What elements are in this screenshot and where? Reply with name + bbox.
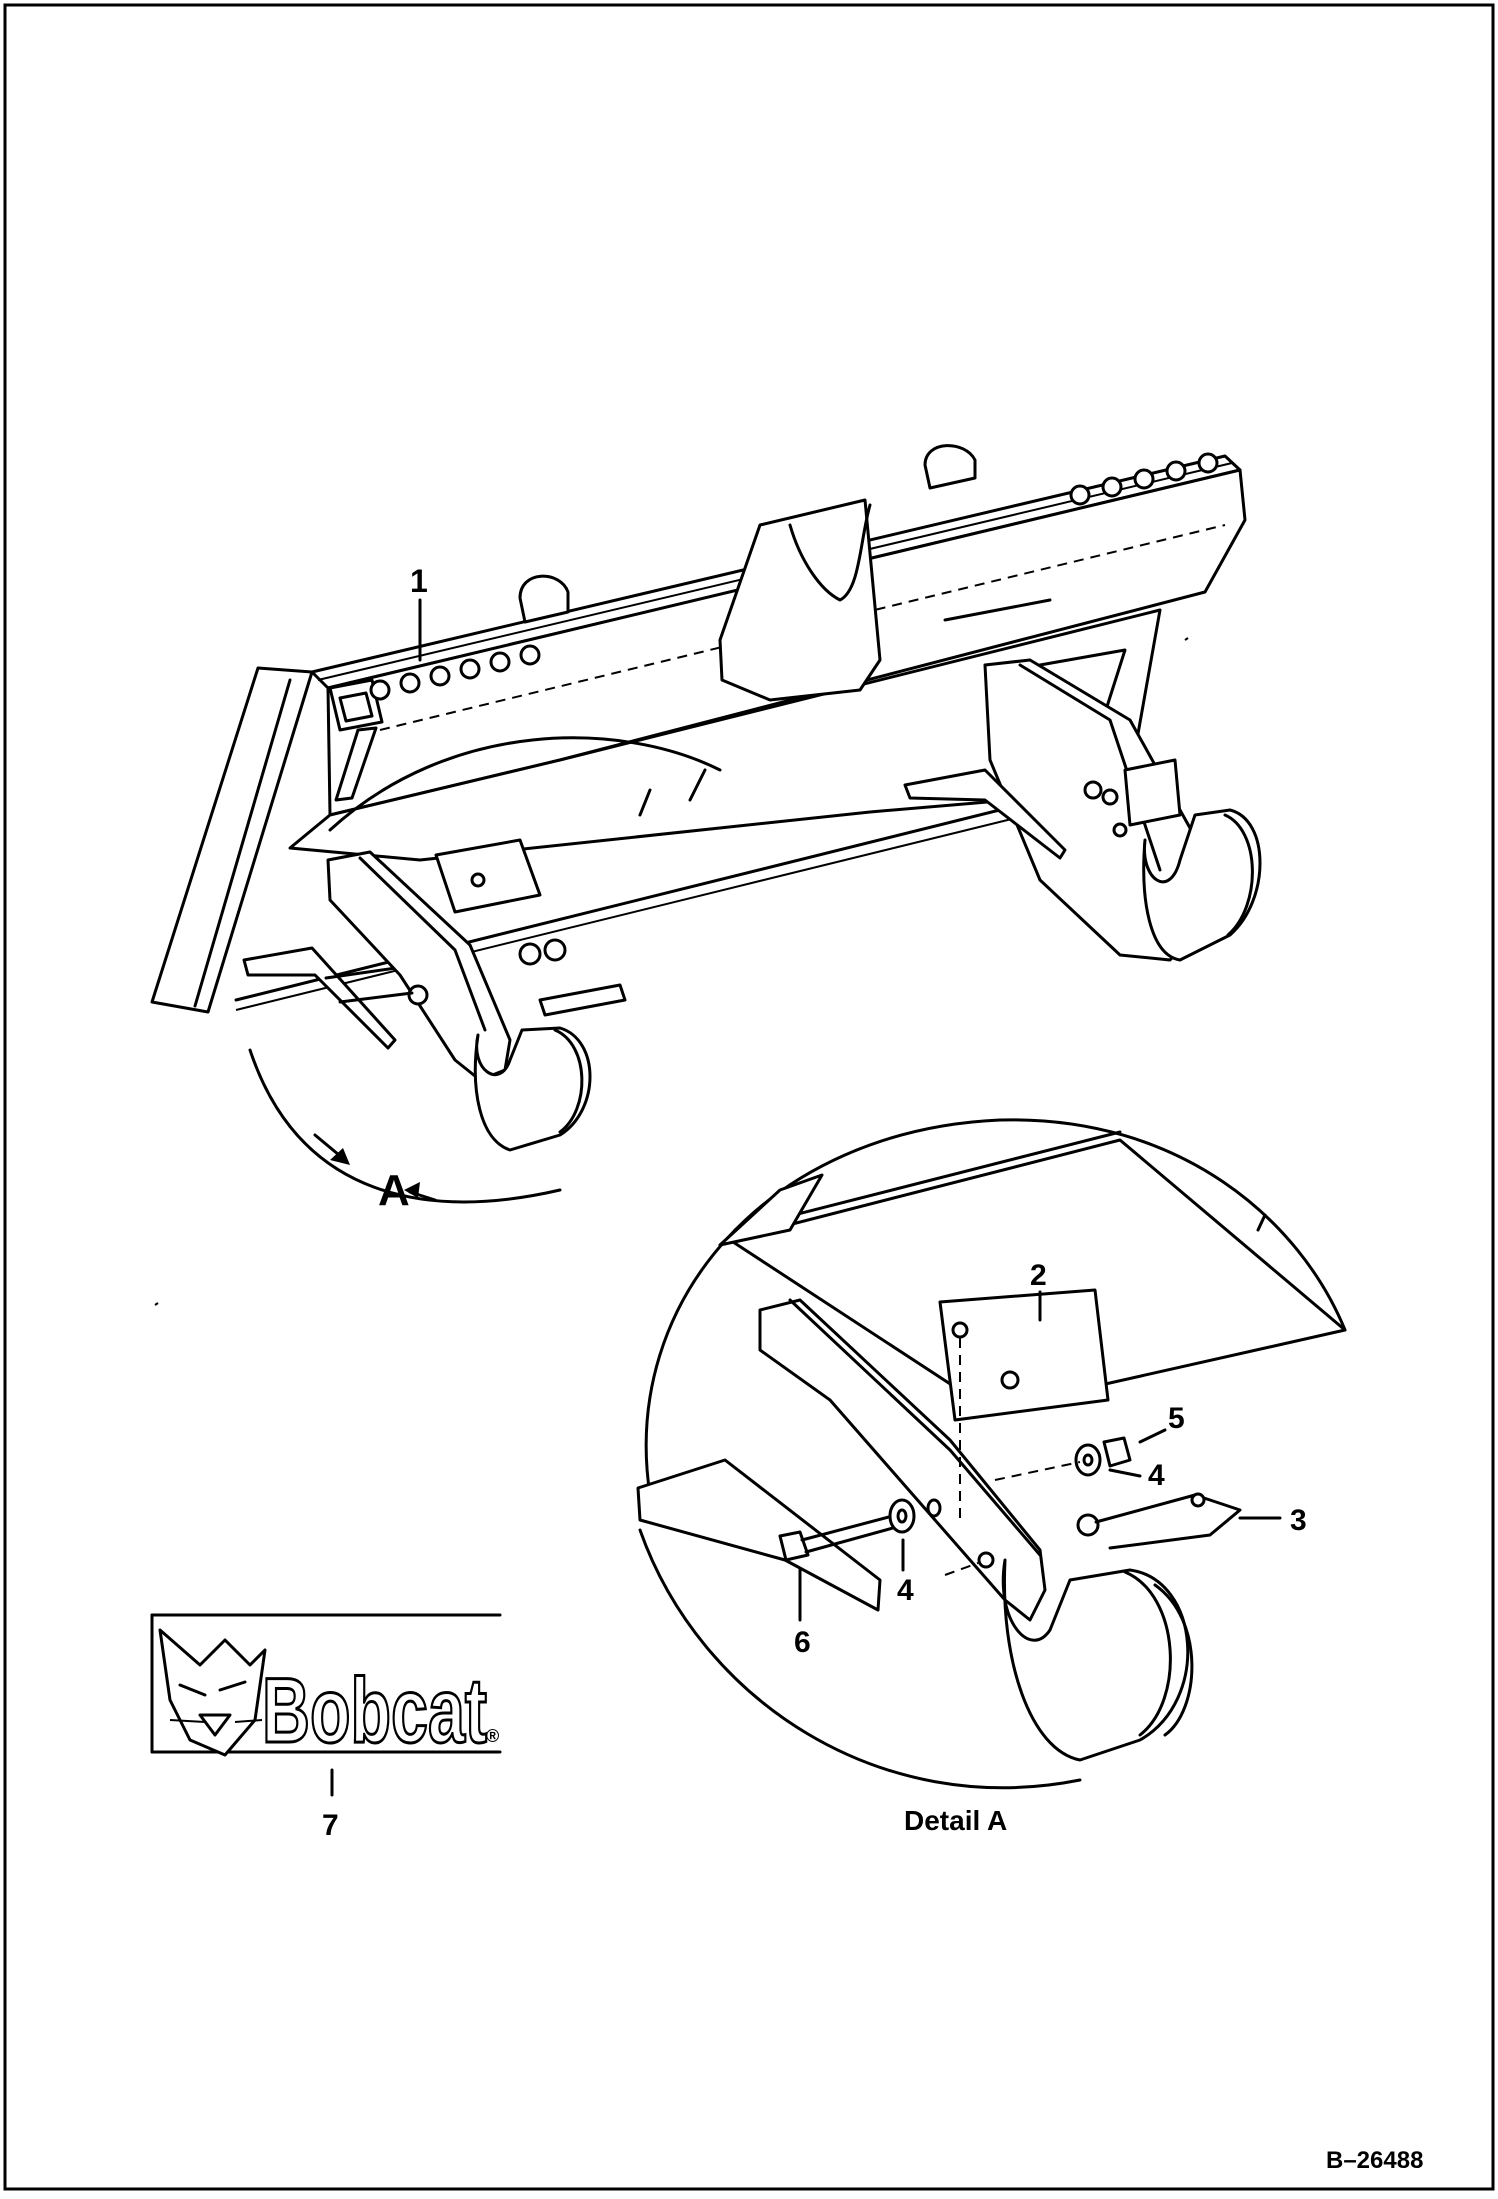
detail-caption: Detail A — [904, 1805, 1007, 1836]
detail-a-view — [636, 1118, 1347, 1790]
figure-id: B–26488 — [1326, 2147, 1423, 2174]
detail-marker-label: A — [378, 1166, 410, 1215]
callout-4-upper: 4 — [1108, 1459, 1165, 1492]
svg-text:4: 4 — [897, 1574, 914, 1607]
bolt — [778, 1512, 902, 1562]
svg-text:2: 2 — [1030, 1259, 1047, 1292]
attachment-frame — [150, 444, 1262, 1152]
svg-text:7: 7 — [322, 1809, 339, 1842]
lock-pin — [1076, 1492, 1242, 1550]
svg-text:4: 4 — [1148, 1459, 1165, 1492]
callout-3: 3 — [1238, 1504, 1307, 1537]
callout-5: 5 — [1138, 1402, 1185, 1444]
callout-6: 6 — [794, 1568, 811, 1659]
callout-2: 2 — [1030, 1259, 1047, 1322]
bolt-holes-right — [1069, 452, 1219, 506]
callout-7: 7 — [322, 1768, 339, 1842]
callout-4-lower: 4 — [897, 1538, 914, 1607]
page-border — [3, 3, 1495, 2191]
bolt-holes-left — [369, 644, 541, 701]
svg-text:1: 1 — [410, 563, 428, 599]
detail-marker: A — [313, 1133, 437, 1215]
bobcat-logo: Bobcat ® — [150, 1613, 502, 1764]
svg-text:6: 6 — [794, 1626, 811, 1659]
registered-mark: ® — [486, 1726, 499, 1746]
detail-circle-small — [248, 736, 722, 1204]
callout-1: 1 — [410, 563, 428, 662]
svg-text:3: 3 — [1290, 1504, 1307, 1537]
svg-text:5: 5 — [1168, 1402, 1185, 1435]
logo-wordmark: Bobcat — [262, 1660, 487, 1762]
bobcat-head-icon — [158, 1628, 267, 1757]
